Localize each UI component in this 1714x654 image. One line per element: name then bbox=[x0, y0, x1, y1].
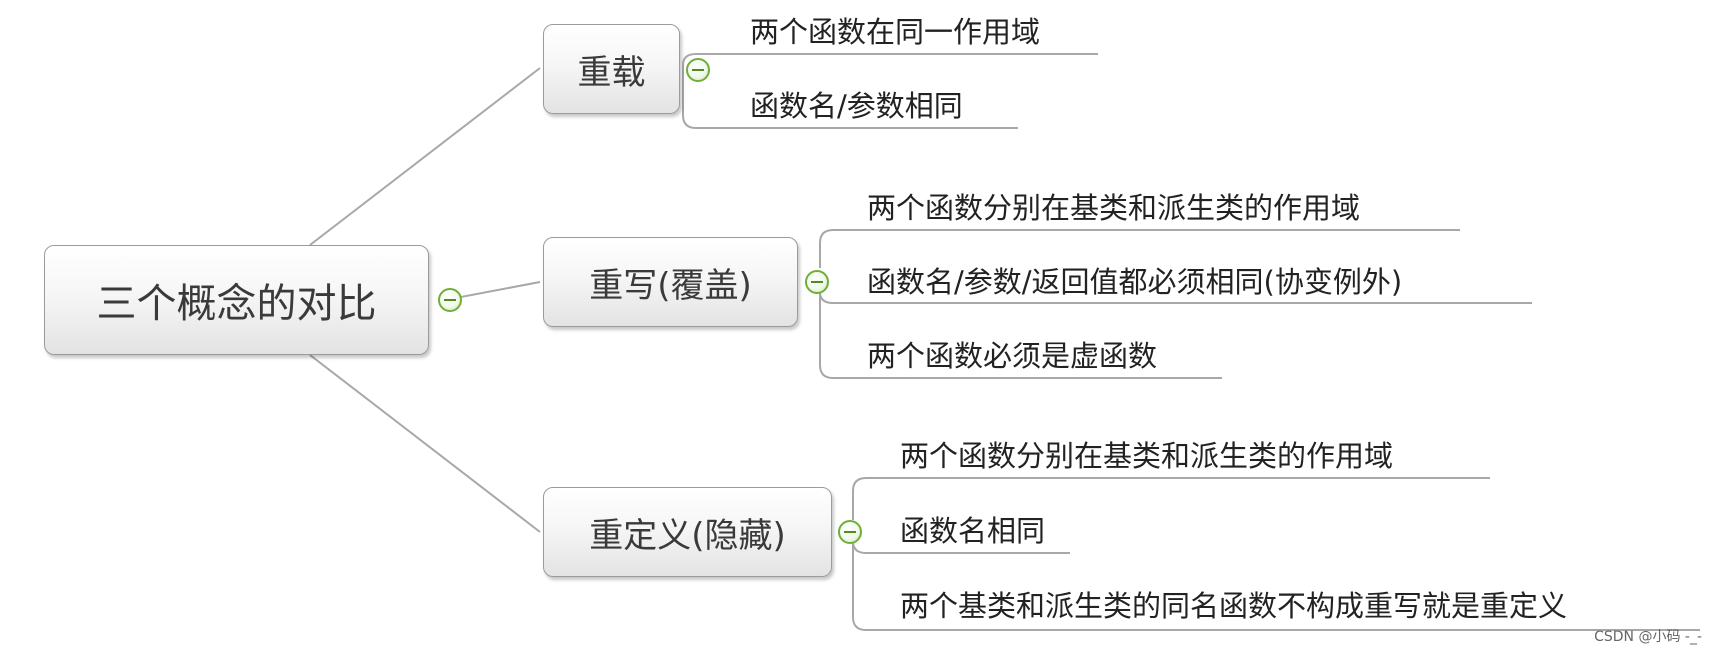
topic-overload-label: 重载 bbox=[577, 52, 646, 93]
connector-branch-1-leaf-1 bbox=[682, 53, 1098, 70]
collapse-minus-icon[interactable] bbox=[686, 58, 710, 82]
topic-redefine-label: 重定义(隐藏) bbox=[589, 515, 786, 556]
root-topic-label: 三个概念的对比 bbox=[96, 281, 377, 327]
topic-override-label: 重写(覆盖) bbox=[589, 265, 752, 306]
watermark: CSDN @小码 -_- bbox=[1594, 629, 1702, 645]
leaf-overload-2: 函数名/参数相同 bbox=[750, 89, 963, 123]
connector-branch-3-leaf-1 bbox=[852, 477, 1490, 520]
leaf-overload-1: 两个函数在同一作用域 bbox=[750, 15, 1041, 49]
topic-redefine[interactable]: 重定义(隐藏) bbox=[543, 487, 832, 577]
collapse-minus-icon[interactable] bbox=[805, 270, 829, 294]
connector-branch-2-leaf-3 bbox=[819, 290, 1222, 379]
connector-branch-3-leaf-3 bbox=[852, 542, 1700, 631]
leaf-override-1: 两个函数分别在基类和派生类的作用域 bbox=[867, 191, 1361, 225]
leaf-override-3: 两个函数必须是虚函数 bbox=[867, 339, 1158, 373]
topic-override[interactable]: 重写(覆盖) bbox=[543, 237, 798, 327]
topic-overload[interactable]: 重载 bbox=[543, 24, 680, 114]
connector-branch-1-leaf-2 bbox=[682, 70, 1018, 129]
connector-root-branch-3 bbox=[309, 354, 541, 533]
leaf-redefine-1: 两个函数分别在基类和派生类的作用域 bbox=[900, 439, 1394, 473]
collapse-minus-icon[interactable] bbox=[438, 288, 462, 312]
leaf-override-2: 函数名/参数/返回值都必须相同(协变例外) bbox=[867, 265, 1403, 299]
connector-root-branch-1 bbox=[309, 67, 541, 246]
connector-branch-2-leaf-1 bbox=[819, 229, 1460, 268]
leaf-redefine-2: 函数名相同 bbox=[900, 514, 1046, 548]
collapse-minus-icon[interactable] bbox=[838, 520, 862, 544]
leaf-redefine-3: 两个基类和派生类的同名函数不构成重写就是重定义 bbox=[900, 589, 1568, 623]
root-topic[interactable]: 三个概念的对比 bbox=[44, 245, 429, 355]
